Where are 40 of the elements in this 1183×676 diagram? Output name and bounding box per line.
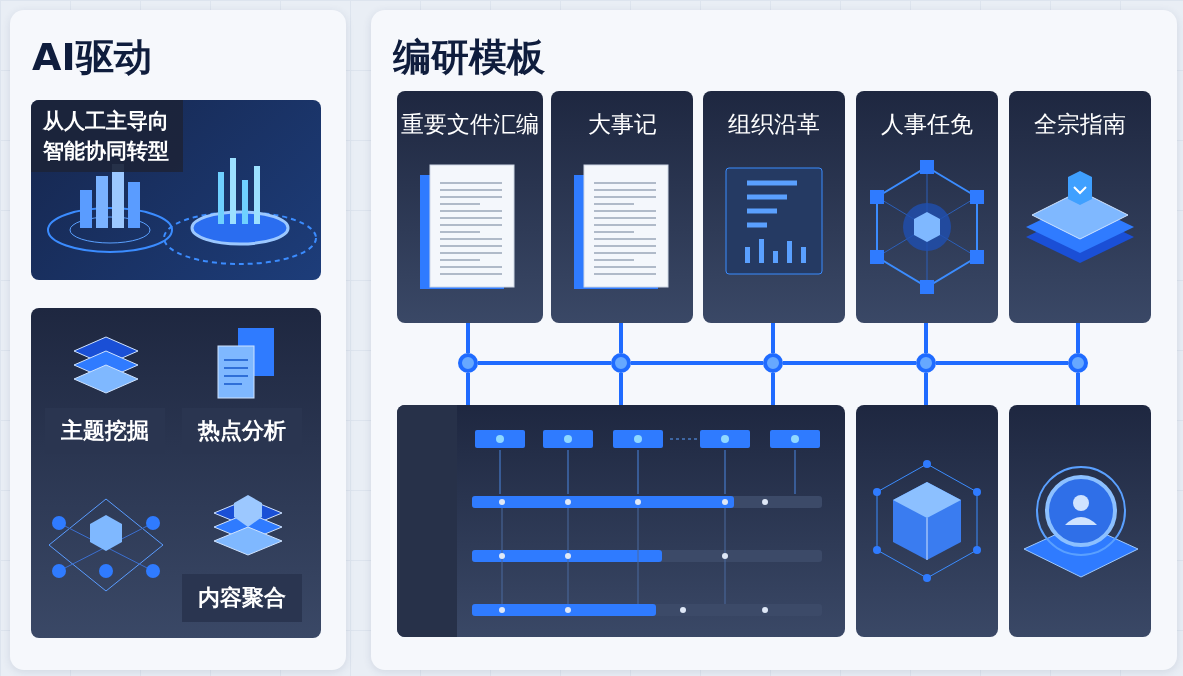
template-card bbox=[703, 91, 845, 323]
card-title: 大事记 bbox=[586, 110, 658, 139]
template-card bbox=[397, 91, 543, 323]
feature-card bbox=[31, 308, 321, 638]
illustration-card bbox=[31, 100, 321, 280]
junction-dot bbox=[763, 353, 783, 373]
template-card bbox=[551, 91, 693, 323]
section-panel bbox=[371, 10, 1177, 670]
connector-line bbox=[783, 361, 916, 365]
template-card bbox=[856, 91, 998, 323]
panel-title: 编研模板 bbox=[393, 34, 545, 81]
connector-line bbox=[924, 323, 928, 353]
template-card bbox=[1009, 405, 1151, 637]
junction-dot bbox=[458, 353, 478, 373]
connector-line bbox=[466, 373, 470, 405]
connector-line bbox=[466, 323, 470, 353]
template-card bbox=[397, 405, 845, 637]
connector-line bbox=[1076, 373, 1080, 405]
connector-line bbox=[771, 323, 775, 353]
heading-label: 从人工主导向智能协同转型 bbox=[31, 100, 183, 172]
connector-line bbox=[924, 373, 928, 405]
connector-line bbox=[619, 323, 623, 353]
connector-line bbox=[936, 361, 1068, 365]
section-panel bbox=[10, 10, 346, 670]
junction-dot bbox=[1068, 353, 1088, 373]
connector-line bbox=[619, 373, 623, 405]
card-title: 全宗指南 bbox=[1033, 110, 1127, 139]
connector-line bbox=[631, 361, 763, 365]
card-title: 组织沿革 bbox=[727, 110, 821, 139]
junction-dot bbox=[916, 353, 936, 373]
template-card bbox=[856, 405, 998, 637]
junction-dot bbox=[611, 353, 631, 373]
connector-line bbox=[771, 373, 775, 405]
connector-line bbox=[1076, 323, 1080, 353]
feature-label: 内容聚合 bbox=[182, 574, 302, 622]
panel-title: AI驱动 bbox=[32, 34, 152, 81]
card-title: 人事任免 bbox=[880, 110, 974, 139]
template-card bbox=[1009, 91, 1151, 323]
connector-line bbox=[478, 361, 611, 365]
card-title: 重要文件汇编 bbox=[400, 110, 540, 139]
